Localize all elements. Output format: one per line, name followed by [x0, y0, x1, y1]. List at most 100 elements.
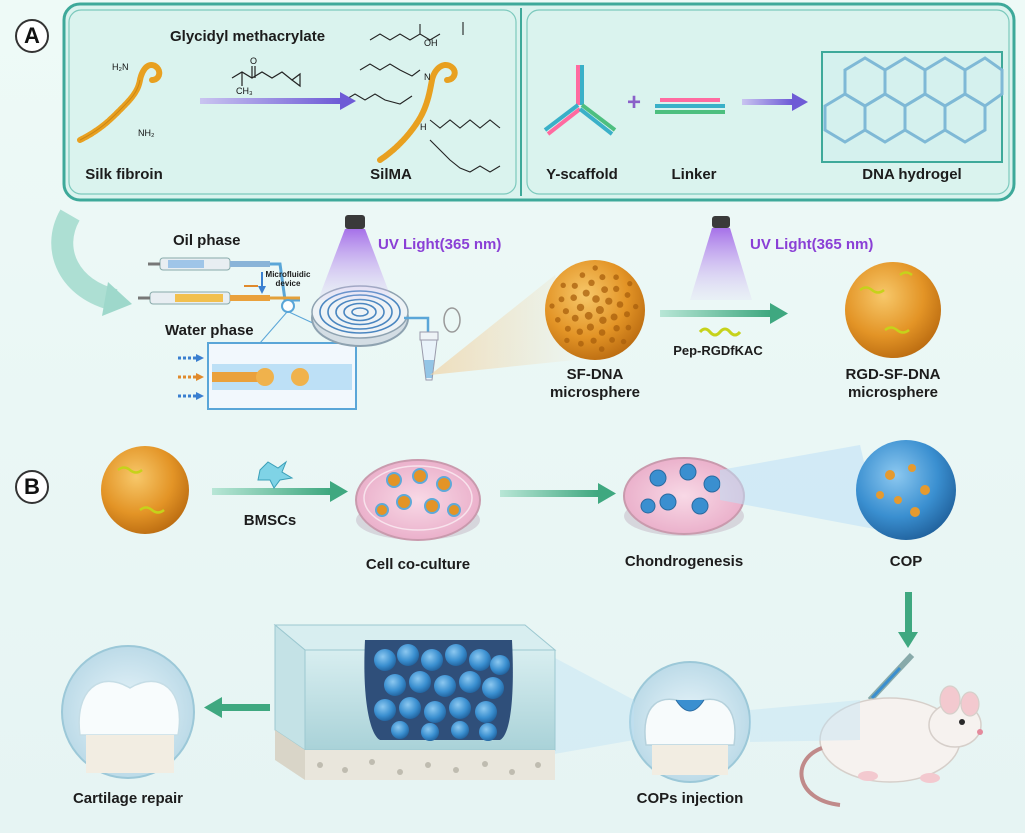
chondrogenesis-dish: [623, 457, 745, 536]
sphere-pore: [595, 306, 604, 314]
sphere-pore: [576, 303, 585, 312]
sphere-pore: [558, 296, 565, 303]
sphere-pore: [562, 308, 570, 315]
flow-curve-arrow: [51, 209, 118, 311]
sphere-pore: [598, 346, 605, 352]
y-scaffold: [543, 65, 617, 136]
water-phase-label: Water phase: [165, 322, 254, 339]
sphere-pore: [582, 289, 590, 297]
bmsc-arrow: [212, 488, 330, 495]
sphere-pore: [625, 324, 632, 331]
gma-molecule: [231, 66, 301, 88]
sphere-pore: [584, 311, 593, 320]
uv-lamp-2: [690, 216, 752, 300]
sphere-pore: [588, 279, 595, 286]
sphere-pore: [599, 316, 607, 324]
droplet-inset: [207, 311, 357, 410]
cop-label: COP: [889, 553, 923, 570]
y-scaffold-label: Y-scaffold: [546, 166, 618, 183]
sphere-pore: [610, 313, 618, 321]
plus-sign: +: [627, 89, 641, 116]
sphere-pore: [613, 325, 620, 332]
sphere-pore: [571, 282, 578, 289]
sphere-pore: [576, 328, 583, 335]
reagent-label: Glycidyl methacrylate: [170, 28, 326, 45]
cartilage-defect-block: [273, 623, 557, 780]
sphere-pore: [613, 285, 620, 292]
mouse-illustration: [799, 685, 983, 807]
sphere-pore: [564, 337, 570, 344]
oil-phase-label: Oil phase: [173, 232, 241, 249]
dna-hydrogel-label: DNA hydrogel: [862, 166, 962, 183]
sphere-pore: [598, 329, 606, 336]
peptide-label: Pep-RGDfKAC: [673, 343, 763, 358]
uv-lamp-1: [318, 215, 392, 300]
magnify-cone: [430, 275, 575, 375]
chem-h: H: [420, 122, 427, 132]
cop-sphere: [856, 440, 956, 540]
repair-arrow: [222, 704, 270, 711]
injection-arrow: [905, 592, 912, 632]
sphere-pore: [620, 338, 627, 345]
sphere-pore: [609, 337, 615, 343]
chem-nh2: NH₂: [138, 128, 155, 138]
flow-arrows: [178, 354, 204, 400]
chondro-arrow: [500, 490, 598, 497]
sphere-pore: [592, 265, 598, 271]
sphere-pore: [590, 337, 597, 344]
panel-b-microsphere: [101, 446, 189, 534]
sphere-pore: [605, 297, 613, 305]
silma-chain: [377, 62, 458, 163]
sphere-pore: [592, 295, 600, 303]
sphere-pore: [627, 281, 633, 287]
panel-label-a: A: [15, 19, 49, 53]
silma-sidechains: [344, 22, 501, 173]
chem-ch3: CH₃: [236, 86, 253, 96]
sphere-pore: [570, 294, 577, 302]
uv-light-label-1: UV Light(365 nm): [378, 236, 502, 253]
oil-syringe: [148, 257, 270, 271]
linker-label: Linker: [671, 166, 717, 183]
sphere-pore: [616, 301, 624, 308]
sphere-pore: [560, 282, 566, 288]
bmsc-cell-icon: [257, 460, 294, 489]
sphere-pore: [624, 311, 630, 318]
sphere-pore: [599, 274, 606, 281]
rgd-sf-dna-label: RGD-SF-DNA microsphere: [845, 366, 941, 401]
sf-dna-label: SF-DNA microsphere: [549, 366, 641, 401]
sphere-pore: [633, 303, 639, 310]
bmscs-label: BMSCs: [243, 512, 297, 529]
sphere-pore: [601, 286, 608, 293]
water-syringe: [138, 291, 270, 305]
linker: [655, 98, 725, 114]
sphere-pore: [578, 340, 584, 347]
chem-n: N: [424, 72, 431, 82]
silma-label: SilMA: [370, 166, 412, 183]
chem-o: O: [250, 56, 258, 66]
panel-label-b: B: [15, 470, 49, 504]
hydrogel-arrow: [742, 99, 792, 105]
junction-circle: [281, 299, 295, 313]
sphere-pore: [579, 272, 586, 278]
synthesis-arrow: [200, 98, 340, 104]
uv-light-label-2: UV Light(365 nm): [750, 236, 874, 253]
sphere-pore: [624, 292, 631, 298]
rgd-arrow: [660, 310, 770, 317]
coculture-dish: [355, 459, 481, 541]
sphere-pore: [613, 274, 619, 281]
microfluidic-device-label: Microfluidic device: [265, 270, 311, 288]
silk-fibroin-label: Silk fibroin: [85, 166, 163, 183]
chondrogenesis-label: Chondrogenesis: [624, 553, 744, 570]
sphere-pore: [549, 303, 555, 309]
dna-hydrogel-network: [821, 51, 1004, 163]
sphere-pore: [571, 314, 579, 322]
eppendorf-tube: [419, 307, 461, 381]
cop-beam: [720, 445, 880, 530]
rgd-sf-dna-microsphere: [845, 262, 941, 358]
cops-injection-knee: [629, 661, 751, 783]
peptide-squiggle: [698, 327, 742, 337]
sphere-pore: [564, 325, 571, 332]
sphere-pore: [555, 317, 561, 323]
coculture-label: Cell co-culture: [365, 556, 471, 573]
